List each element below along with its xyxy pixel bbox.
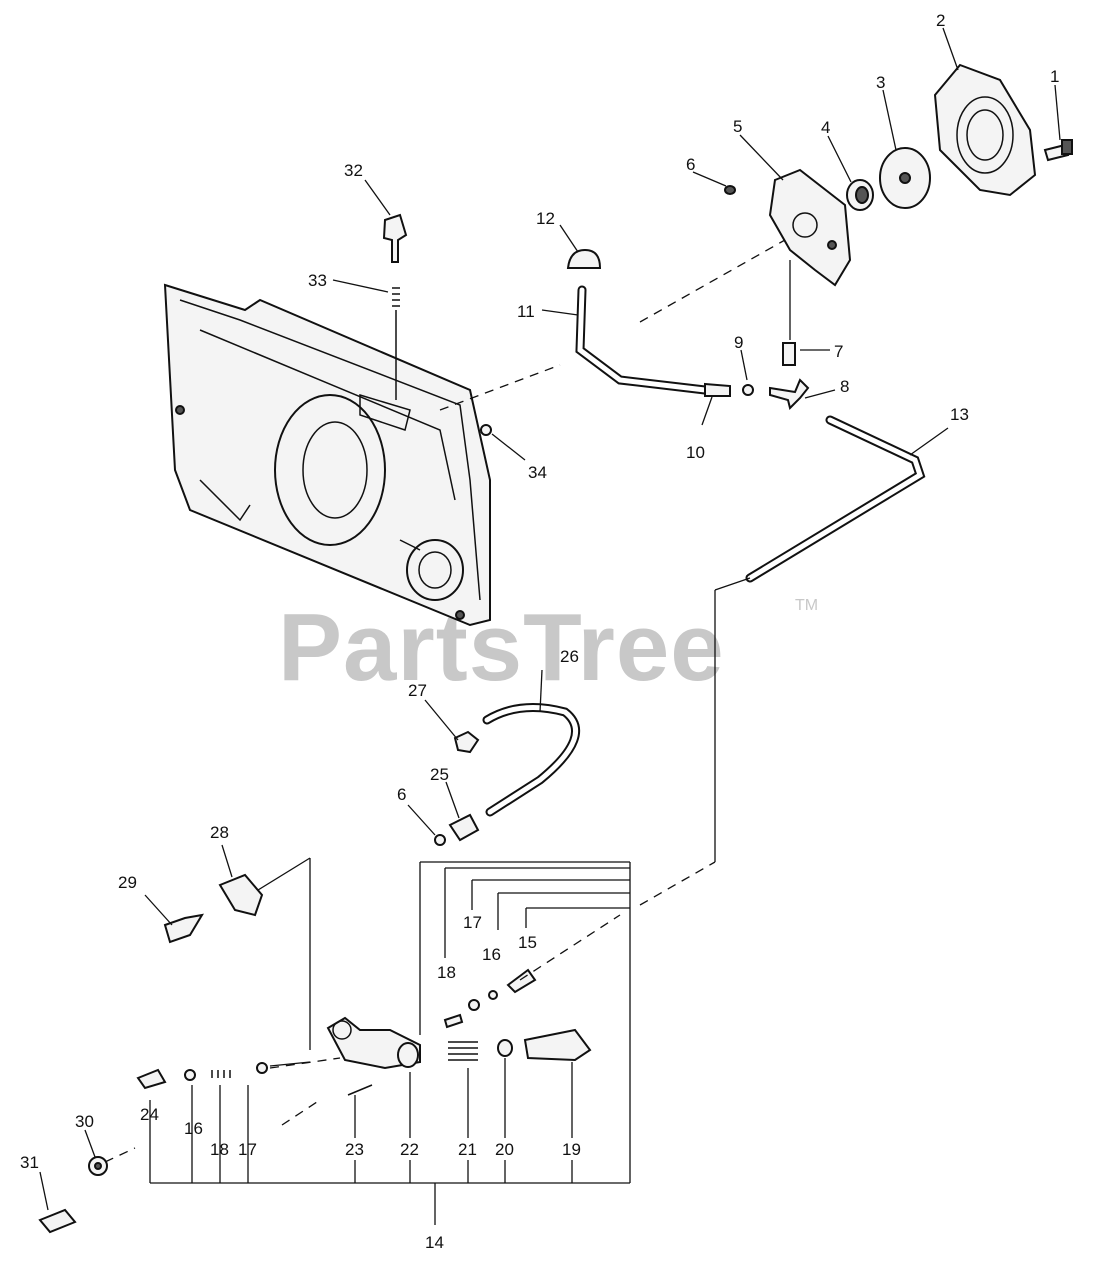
callout-18-upper: 18 [437, 963, 456, 982]
callout-16-lower: 16 [184, 1119, 203, 1138]
callout-3: 3 [876, 73, 885, 92]
callout-5: 5 [733, 117, 742, 136]
leader-lines [39, 27, 1061, 1211]
part-33-spring[interactable] [392, 287, 400, 400]
callout-27: 27 [408, 681, 427, 700]
part-4-seal[interactable] [846, 179, 874, 211]
callout-23: 23 [345, 1140, 364, 1159]
callout-22: 22 [400, 1140, 419, 1159]
part-29-screw[interactable] [163, 913, 204, 944]
callout-12: 12 [536, 209, 555, 228]
callout-16-upper: 16 [482, 945, 501, 964]
part-32-plug[interactable] [382, 213, 408, 263]
part-8-fitting[interactable] [769, 378, 810, 410]
callout-25: 25 [430, 765, 449, 784]
callout-15: 15 [518, 933, 537, 952]
part-5-pump-body[interactable] [768, 168, 852, 287]
watermark-trademark: TM [795, 597, 818, 614]
part-6-oring-top[interactable] [724, 185, 736, 195]
part-1-bolt[interactable] [1043, 139, 1073, 162]
callout-24: 24 [140, 1105, 159, 1124]
callout-4: 4 [821, 118, 830, 137]
part-22-pump-body[interactable] [326, 1016, 421, 1070]
callout-7: 7 [834, 342, 843, 361]
callout-2: 2 [936, 11, 945, 30]
callout-17-upper: 17 [463, 913, 482, 932]
watermark-text: PartsTree [278, 594, 725, 701]
part-30-washer[interactable] [88, 1156, 108, 1176]
part-17-ball[interactable] [468, 999, 480, 1011]
callout-33: 33 [308, 271, 327, 290]
assembly-bracket-14 [149, 857, 631, 1225]
callout-26: 26 [560, 647, 579, 666]
part-21-spring[interactable] [448, 1041, 478, 1061]
part-24-plug[interactable] [136, 1068, 167, 1090]
part-25-fitting[interactable] [448, 813, 480, 842]
callout-32: 32 [344, 161, 363, 180]
callout-6-lower: 6 [397, 785, 406, 804]
callout-20: 20 [495, 1140, 514, 1159]
callout-28: 28 [210, 823, 229, 842]
callout-31: 31 [20, 1153, 39, 1172]
part-7-pin[interactable] [782, 260, 796, 366]
part-31-screw[interactable] [38, 1208, 77, 1234]
part-10-fitting[interactable] [704, 382, 731, 397]
part-2-cover[interactable] [933, 63, 1037, 197]
part-16-ball[interactable] [488, 990, 498, 1000]
part-15-fitting[interactable] [506, 968, 537, 994]
callout-8: 8 [840, 377, 849, 396]
part-3-plate[interactable] [879, 147, 931, 209]
part-9-nut[interactable] [742, 384, 754, 396]
part-6-oring-bottom[interactable] [434, 834, 446, 846]
part-28-plate[interactable] [218, 873, 264, 917]
part-11-oil-tube[interactable] [575, 285, 710, 395]
callout-1: 1 [1050, 67, 1059, 86]
part-27-elbow[interactable] [453, 730, 480, 754]
watermark: PartsTree TM [278, 594, 818, 701]
part-20-ring[interactable] [497, 1039, 513, 1057]
callout-13: 13 [950, 405, 969, 424]
part-34-washer[interactable] [480, 424, 492, 436]
crankcase-housing[interactable] [163, 283, 491, 627]
callout-9: 9 [734, 333, 743, 352]
part-17-ball-left[interactable] [256, 1062, 268, 1074]
callout-17-lower: 17 [238, 1140, 257, 1159]
part-18-spring-left[interactable] [211, 1070, 231, 1078]
callout-34: 34 [528, 463, 547, 482]
part-12-cap[interactable] [566, 248, 602, 269]
part-26-hose[interactable] [482, 703, 580, 817]
callout-6-top: 6 [686, 155, 695, 174]
callout-11: 11 [517, 302, 535, 321]
part-18-spring[interactable] [443, 1013, 464, 1029]
callout-labels: 1 2 3 4 5 6 7 8 9 10 11 12 13 14 15 16 1… [20, 11, 1059, 1252]
callout-18-lower: 18 [210, 1140, 229, 1159]
part-19-piston[interactable] [523, 1028, 592, 1062]
callout-10: 10 [686, 443, 705, 462]
callout-14: 14 [425, 1233, 444, 1252]
assembly-lines [104, 239, 786, 1163]
callout-21: 21 [458, 1140, 477, 1159]
part-23-pin[interactable] [347, 1084, 373, 1096]
part-16-ball-left[interactable] [184, 1069, 196, 1081]
callout-30: 30 [75, 1112, 94, 1131]
callout-19: 19 [562, 1140, 581, 1159]
callout-29: 29 [118, 873, 137, 892]
part-13-hose[interactable] [745, 415, 926, 583]
